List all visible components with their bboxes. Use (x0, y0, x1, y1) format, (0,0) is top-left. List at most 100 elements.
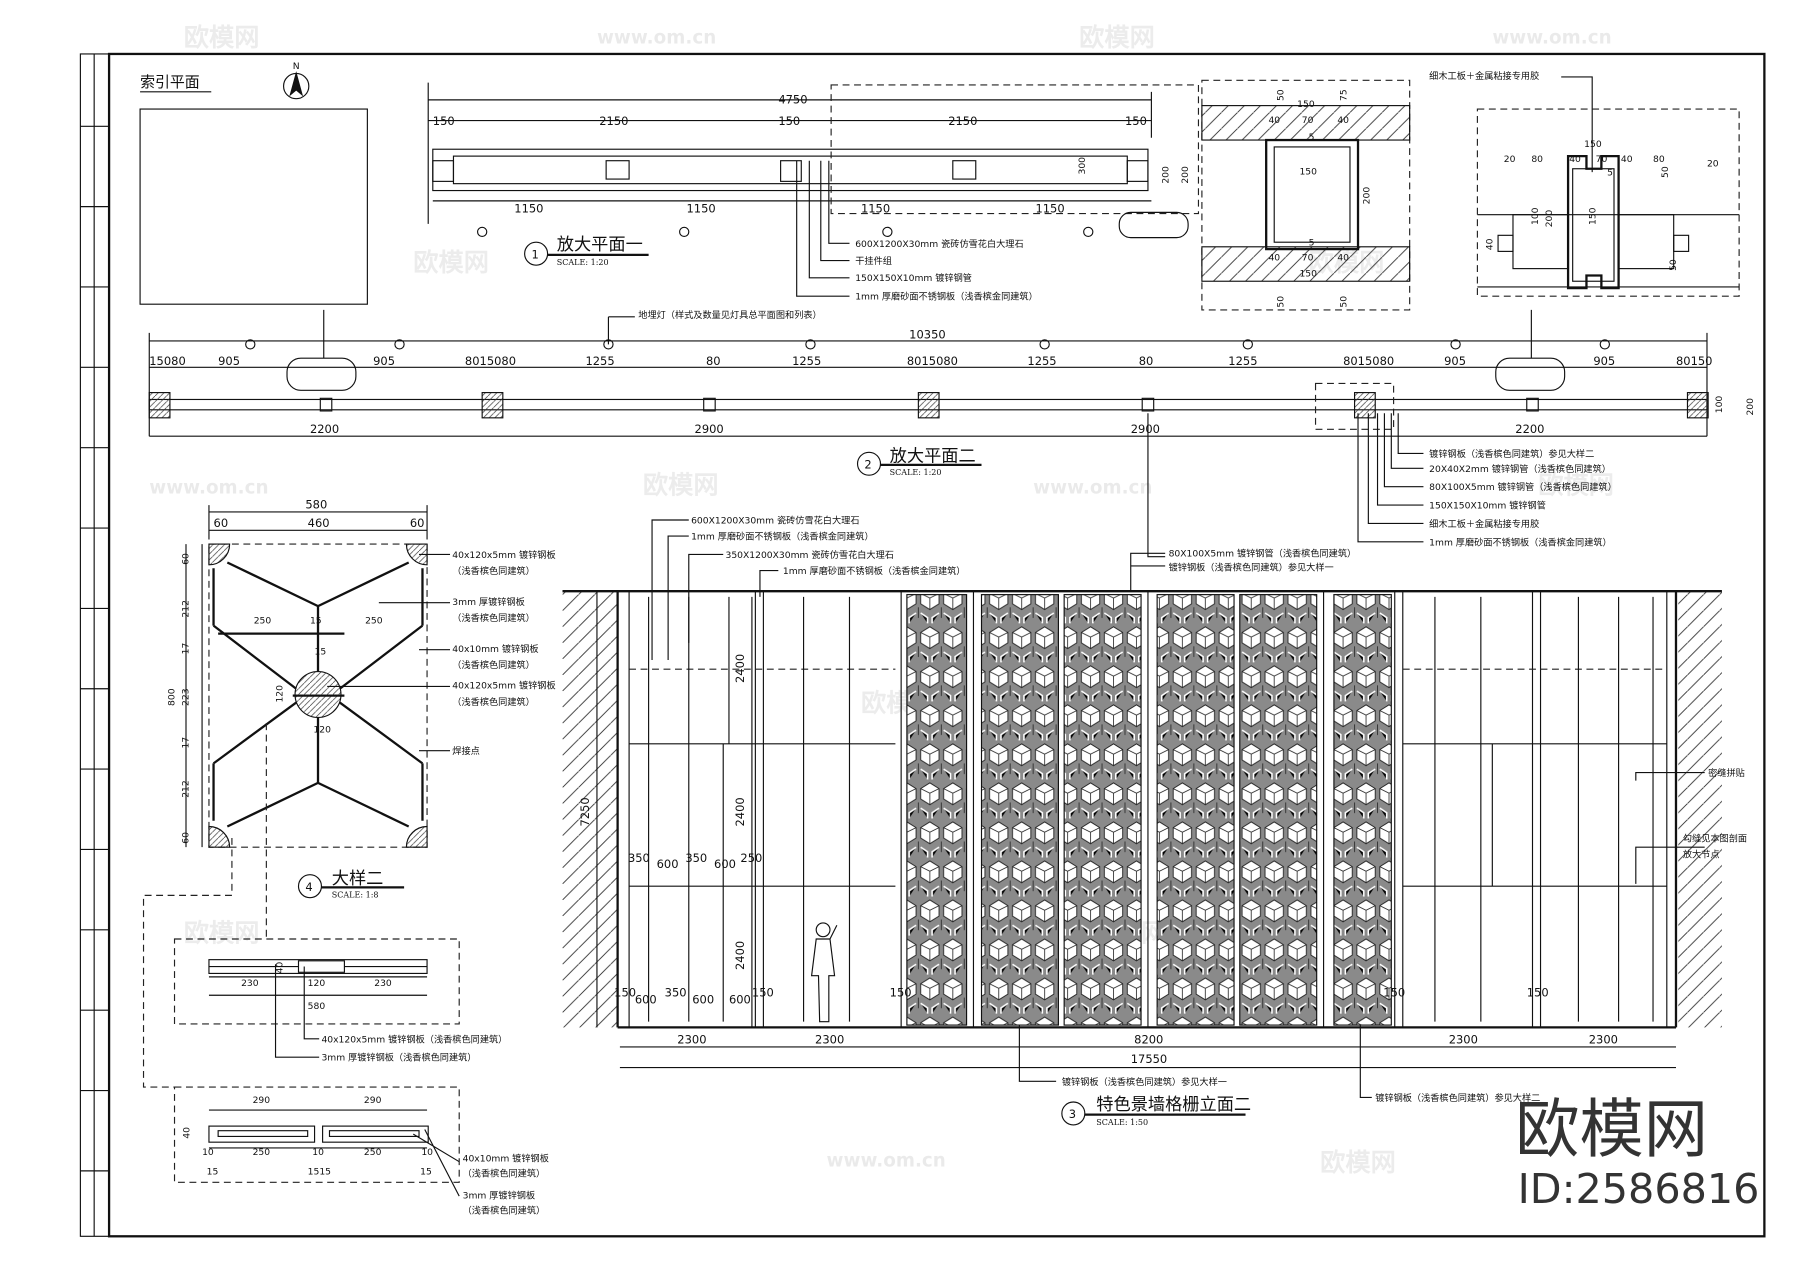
dim-label: 150 (1527, 985, 1549, 999)
dim-label: 200 (1544, 210, 1555, 228)
plan-1-title-text: 放大平面一 (557, 235, 643, 255)
dim-label: 290 (253, 1095, 271, 1106)
dim-label: 40 (274, 962, 285, 974)
dim-label: 250 (253, 1147, 271, 1158)
dim-label: 460 (308, 516, 330, 530)
watermark-brand: 欧模网 (1538, 471, 1614, 500)
dim-label: 600 (729, 992, 751, 1006)
dim-label: 212 (180, 780, 191, 798)
elevation-3-title: 3 特色景墙格栅立面二 SCALE: 1:50 (1061, 1095, 1251, 1127)
light-leader (607, 316, 635, 345)
plan-1-number: 1 (532, 247, 539, 261)
dim-label: 60 (214, 516, 229, 530)
dim-label: 200 (1180, 166, 1191, 184)
dim-label: 20 (1707, 158, 1719, 169)
dim-label: 1255 (1027, 354, 1056, 368)
dim-label: 120 (274, 685, 285, 703)
detail-4-note: 焊接点 (452, 745, 480, 757)
plan-2-note: 细木工板＋金属粘接专用胶 (1429, 518, 1539, 530)
dim-label: 230 (241, 978, 259, 989)
dim-label: 2400 (733, 797, 747, 826)
elevation-note: 镀锌钢板（浅香槟色同建筑）参见大样二 (1375, 1092, 1540, 1104)
dim-label: 1150 (861, 201, 890, 215)
index-plan-title: 索引平面 (140, 73, 200, 91)
dim-label: 905 (1593, 354, 1615, 368)
dim-label: 20 (1504, 154, 1516, 165)
dim-label: 8015080 (465, 354, 516, 368)
dim-label: 50 (1275, 296, 1286, 308)
dim-label: 250 (254, 615, 272, 626)
dim-label: 150 (1299, 269, 1317, 280)
dim-label: 200 (1161, 166, 1172, 184)
dim-label: 1515 (308, 1166, 332, 1177)
dim-label: 150 (614, 985, 636, 999)
detail-4-scale: SCALE: 1:8 (332, 891, 379, 900)
dim-label: 600 (657, 857, 679, 871)
dim-label: 200 (1745, 398, 1756, 416)
detail-4-number: 4 (305, 880, 312, 894)
plan-1-note: 1mm 厚磨砂面不锈钢板（浅香槟金同建筑） (855, 291, 1038, 303)
section-2-note: 40x10mm 镀锌钢板 (463, 1153, 549, 1165)
dim-label: 40 (1484, 238, 1495, 250)
index-plan-box (139, 108, 368, 305)
dim-label: 4750 (778, 92, 807, 106)
plan-2-title-text: 放大平面二 (890, 446, 976, 466)
dim-label: 150 (1297, 99, 1315, 110)
dim-label: 2300 (1449, 1032, 1478, 1046)
dim-label: 200 (1361, 187, 1372, 205)
dim-label: 2400 (733, 654, 747, 683)
dim-label: 15 (420, 1166, 432, 1177)
detail-b-note: 细木工板＋金属粘接专用胶 (1429, 70, 1539, 82)
plan-2-scale: SCALE: 1:20 (890, 468, 942, 477)
dim-label: 100 (1714, 396, 1725, 414)
dim-label: 250 (365, 615, 383, 626)
dim-label: 600 (692, 992, 714, 1006)
plan-1-scale: SCALE: 1:20 (557, 258, 609, 267)
elevation-note: 放大节点 (1683, 848, 1720, 860)
watermark-brand: 欧模网 (184, 918, 260, 947)
section-2-note: （浅香槟色同建筑） (463, 1204, 546, 1216)
dim-label: 10 (421, 1147, 433, 1158)
dim-label: 150 (778, 114, 800, 128)
dim-label: 350 (628, 851, 650, 865)
plan-2-title: 2 放大平面二 SCALE: 1:20 (856, 446, 982, 477)
dim-label: 50 (1339, 296, 1350, 308)
dim-label: 230 (374, 978, 392, 989)
detail-4-note: 40x120x5mm 镀锌钢板 (452, 680, 555, 692)
dim-label: 600 (714, 857, 736, 871)
dim-label: 40 (1569, 154, 1581, 165)
detail-4-note: （浅香槟色同建筑） (452, 612, 535, 624)
dim-label: 50 (1275, 89, 1286, 101)
detail-4-note: 40x120x5mm 镀锌钢板 (452, 549, 555, 561)
plan-1-note: 150X150X10mm 镀锌钢管 (855, 272, 972, 284)
dim-label: 17550 (1131, 1052, 1167, 1066)
watermark-brand: 欧模网 (1320, 1148, 1396, 1177)
dim-label: 75 (1339, 89, 1350, 101)
title-strip-dividers (80, 53, 110, 1237)
dim-label: 150 (1584, 139, 1602, 150)
dim-label: 80 (706, 354, 721, 368)
dim-label: 17 (180, 737, 191, 749)
dim-label: 100 (1530, 207, 1541, 225)
dim-label: 40 (1268, 253, 1280, 264)
dim-label: 15 (315, 646, 327, 657)
elevation-note: 密缝拼贴 (1708, 767, 1745, 779)
watermark-brand: 欧模网 (643, 471, 719, 500)
dim-label: 10 (202, 1147, 214, 1158)
dim-label: 1255 (792, 354, 821, 368)
dim-label: 150 (752, 985, 774, 999)
dim-label: 223 (180, 688, 191, 706)
dim-label: 60 (410, 516, 425, 530)
section-2: 290 290 40 10 250 10 250 10 15 1515 15 (173, 1086, 460, 1197)
dim-label: 150 (1125, 114, 1147, 128)
plan-1: 4750 150 2150 150 2150 150 1150 1150 115… (427, 82, 1200, 297)
dim-label: 2150 (599, 114, 628, 128)
dim-label: 2150 (948, 114, 977, 128)
elevation-note: 勾缝见本图剖面 (1683, 832, 1747, 844)
elevation-note: 1mm 厚磨砂面不锈钢板（浅香槟金同建筑） (691, 531, 874, 543)
dim-label: 580 (305, 498, 327, 512)
dim-label: 1150 (1035, 201, 1064, 215)
detail-4: 580 60 460 60 250 15 250 15 120 120 800 … (142, 498, 451, 1088)
